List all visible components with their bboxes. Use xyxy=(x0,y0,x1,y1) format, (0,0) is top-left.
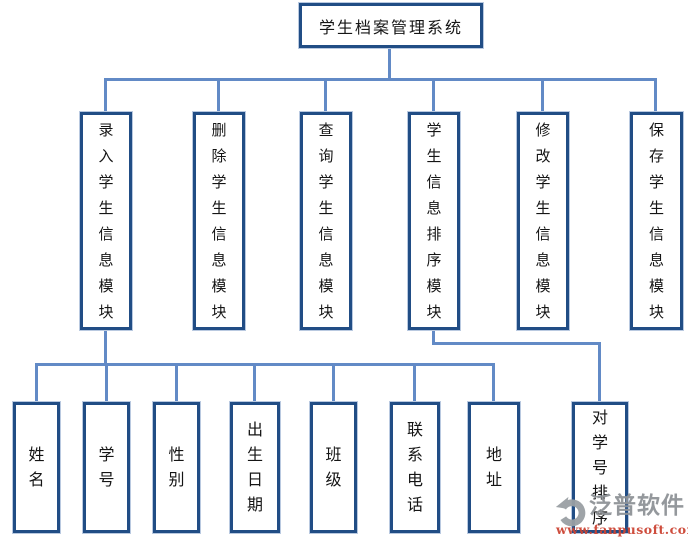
connector-line xyxy=(388,48,391,78)
connector-line xyxy=(654,80,657,112)
field-node-birth-date: 出生日期 xyxy=(230,402,280,533)
module-node-delete-student-info: 删除学生信息模块 xyxy=(193,112,245,330)
connector-line xyxy=(492,365,495,402)
connector-line xyxy=(217,80,220,112)
connector-line xyxy=(35,363,495,366)
connector-line xyxy=(35,365,38,402)
watermark-row: 泛普软件 xyxy=(553,493,688,528)
connector-line xyxy=(541,80,544,112)
field-node-gender: 性别 xyxy=(153,402,200,533)
connector-line xyxy=(432,80,435,112)
module-node-input-student-info: 录入学生信息模块 xyxy=(80,112,132,330)
field-node-phone: 联系电话 xyxy=(390,402,440,533)
connector-line xyxy=(432,330,435,344)
root-node-label: 学生档案管理系统 xyxy=(318,17,463,37)
module-node-modify-student-info: 修改学生信息模块 xyxy=(517,112,569,330)
field-node-name: 姓名 xyxy=(13,402,60,533)
module-node-save-student-info: 保存学生信息模块 xyxy=(630,112,683,330)
field-node-class: 班级 xyxy=(310,402,357,533)
field-node-student-id: 学号 xyxy=(83,402,130,533)
connector-line xyxy=(104,78,657,81)
connector-line xyxy=(324,80,327,112)
connector-line xyxy=(432,342,601,345)
connector-line xyxy=(413,365,416,402)
watermark-url: www.fanpusoft.com xyxy=(556,522,688,537)
connector-line xyxy=(104,80,107,112)
connector-line xyxy=(253,365,256,402)
connector-line xyxy=(332,365,335,402)
connector-line xyxy=(598,342,601,402)
watermark: 泛普软件 www.fanpusoft.com xyxy=(553,493,688,537)
module-node-query-student-info: 查询学生信息模块 xyxy=(300,112,352,330)
watermark-brand: 泛普软件 xyxy=(589,493,685,519)
root-node-student-file-system: 学生档案管理系统 xyxy=(299,3,483,48)
module-node-sort-student-info: 学生信息排序模块 xyxy=(408,112,460,330)
connector-line xyxy=(104,330,107,363)
connector-line xyxy=(175,365,178,402)
field-node-address: 地址 xyxy=(468,402,520,533)
connector-line xyxy=(105,365,108,402)
fanpu-logo-icon xyxy=(555,496,586,527)
